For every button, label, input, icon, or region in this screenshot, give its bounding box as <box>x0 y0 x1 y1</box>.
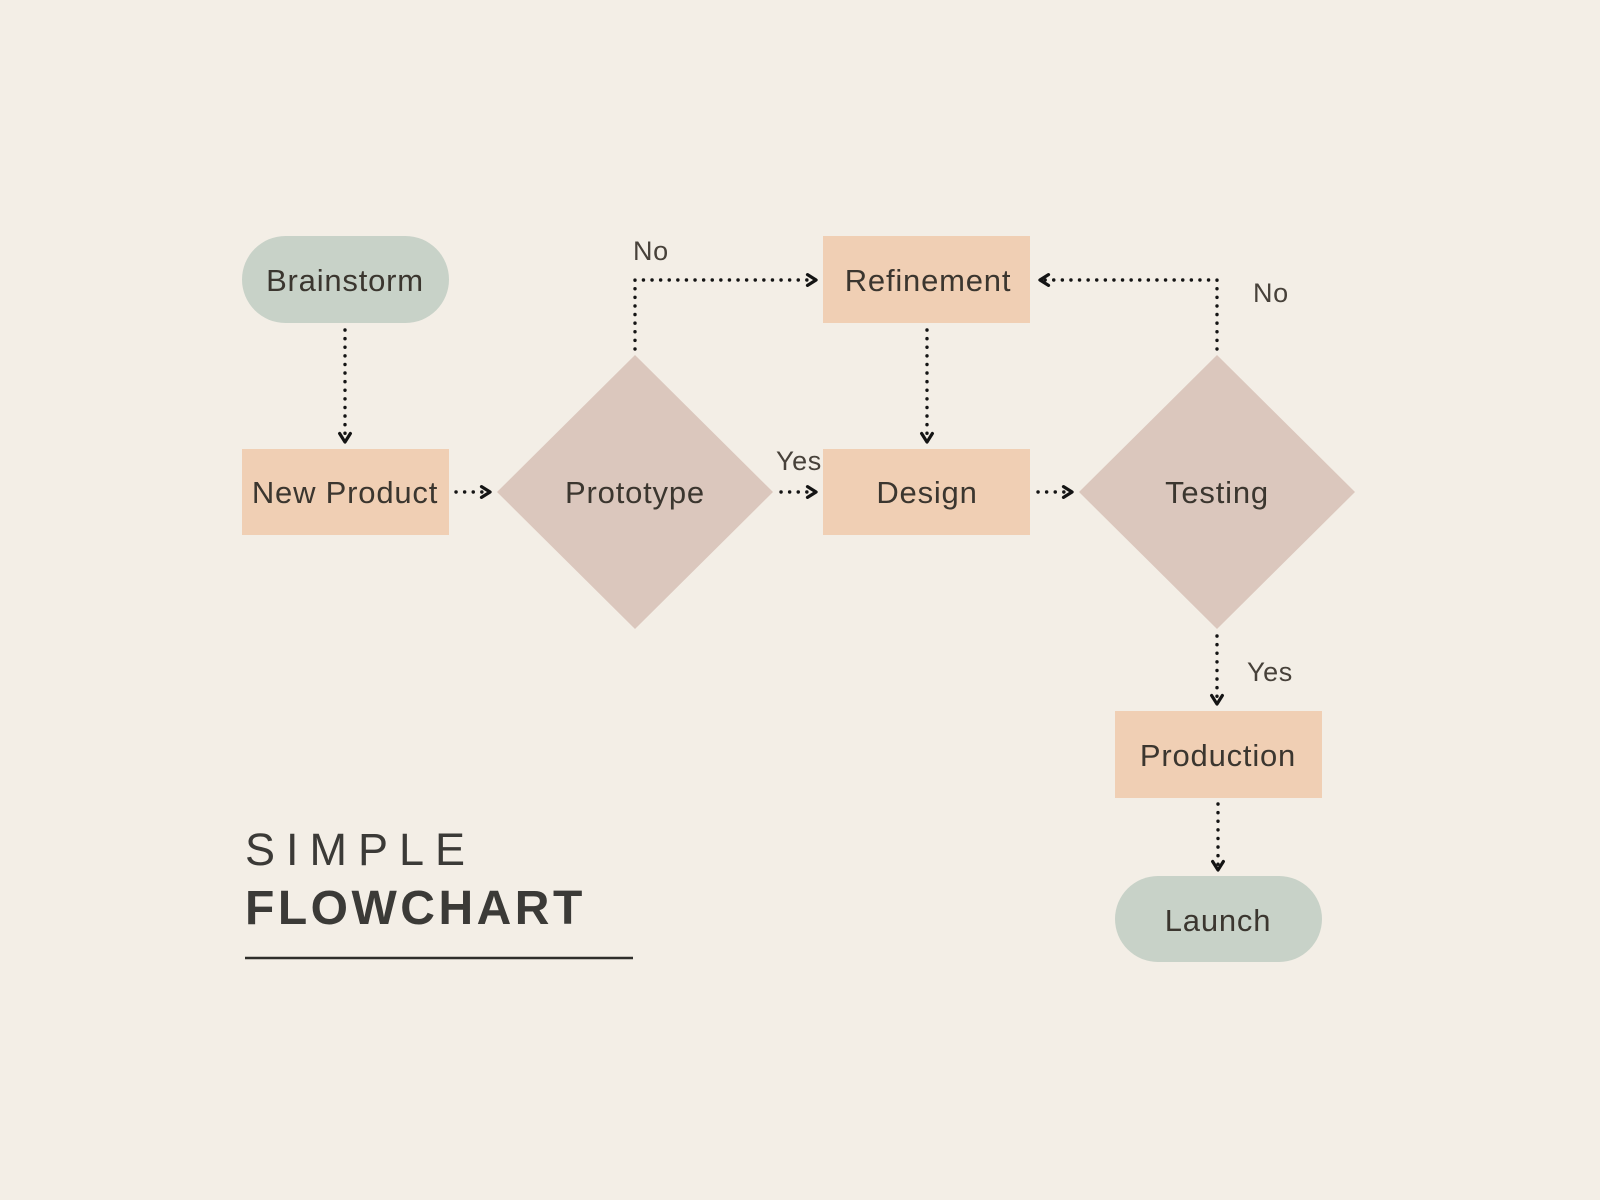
node-refinement <box>823 236 1030 323</box>
node-label-production: Production <box>1140 738 1296 773</box>
node-testing <box>1079 355 1355 629</box>
title-line2: FLOWCHART <box>245 882 586 935</box>
edge-label-prototype-no: No <box>633 236 669 266</box>
node-design <box>823 449 1030 535</box>
node-label-brainstorm: Brainstorm <box>266 263 424 298</box>
node-brainstorm <box>242 236 449 323</box>
node-label-prototype: Prototype <box>565 475 705 510</box>
edge-label-testing-yes: Yes <box>1247 657 1293 687</box>
edge-label-prototype-yes: Yes <box>776 446 822 476</box>
node-label-launch: Launch <box>1165 903 1272 938</box>
edge-testing-to-refinement <box>1038 273 1219 351</box>
edge-prototype-to-refinement <box>633 273 818 351</box>
node-label-design: Design <box>876 475 977 510</box>
node-label-testing: Testing <box>1165 475 1269 510</box>
node-label-new-product: New Product <box>252 475 438 510</box>
title-line1: SIMPLE <box>245 824 476 875</box>
edge-label-testing-no: No <box>1253 278 1289 308</box>
node-new-product <box>242 449 449 535</box>
node-label-refinement: Refinement <box>845 263 1012 298</box>
node-production <box>1115 711 1322 798</box>
node-prototype <box>497 355 773 629</box>
node-launch <box>1115 876 1322 962</box>
